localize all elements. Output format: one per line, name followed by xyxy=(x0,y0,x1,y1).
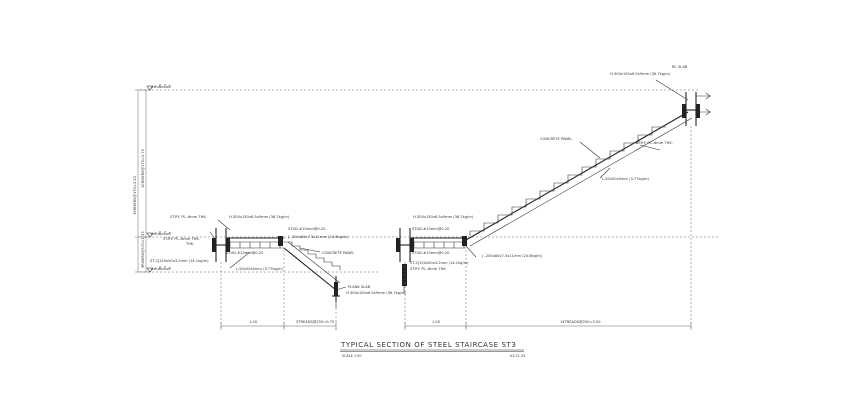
vertical-dimensions: 19RISERS@170=3.23 10RISERS@170=1.70 9RIS… xyxy=(133,89,150,273)
dim-lower: 9RISERS@170=1.53 xyxy=(141,231,145,268)
right-top-beam-flange-right xyxy=(696,104,700,118)
left-stud-label: STUD-#10mm@0.20 xyxy=(288,227,326,231)
title-block: TYPICAL SECTION OF STEEL STAIRCASE ST3 S… xyxy=(340,341,525,358)
left-landing-beam xyxy=(278,236,283,246)
sheet-reference: A3.71.25 xyxy=(510,354,525,358)
dim-right-landing: 1.00 xyxy=(432,320,441,324)
left-plank-slab-label: PLANK SLAB xyxy=(348,285,371,289)
left-hbeam-flange xyxy=(212,238,216,252)
right-hbeam-flange xyxy=(396,238,400,252)
left-angle-label: L-50x50x5mm (3.77kg/m) xyxy=(236,267,284,271)
right-top-beam-flange xyxy=(682,104,686,118)
right-stud-label: STUD-#10mm@0.20 xyxy=(412,227,450,231)
right-h-beam-main-label: H-300x150x6.5x9mm (36.7kg/m) xyxy=(413,215,474,219)
left-stiff-pl-label: STIFF. PL.-6mm THK. xyxy=(170,215,207,219)
right-stiff-pl-b-label: STIFF. PL.-6mm THK. xyxy=(410,267,447,271)
right-c-channel-label: [ -200x80x7.5x11mm (24.6kg/m) xyxy=(482,254,543,258)
left-concrete-panel-label: CONCRETE PANEL xyxy=(322,251,354,255)
level-label-mid: ระดับพื้นชั้นที่ xyxy=(150,231,171,236)
right-section: RC SLAB H-300x150x6.5x9mm (36.7kg/m) CON… xyxy=(396,65,711,294)
left-thk-label: THK. xyxy=(185,242,194,246)
right-hbeam-flange-right xyxy=(410,238,414,252)
level-lines: ระดับพื้นชั้นที่ ระดับพื้นชั้นที่ ระดับพ… xyxy=(140,84,720,273)
horizontal-dimensions: 1.00 3TREADS@250=0.75 1.00 14TREADS@250=… xyxy=(220,320,692,330)
level-mark-bottom xyxy=(146,267,154,273)
right-h-beam-top-label: H-300x150x6.5x9mm (36.7kg/m) xyxy=(610,72,671,76)
right-landing-beam xyxy=(462,236,467,246)
left-stud-top-label: STUD-#10mm@0.20 xyxy=(226,251,264,255)
left-section: STIFF. PL.-6mm THK. H-300x150x6.5x9mm (3… xyxy=(150,215,407,308)
level-mark-mid xyxy=(146,232,154,238)
drawing-title: TYPICAL SECTION OF STEEL STAIRCASE ST3 xyxy=(340,341,516,349)
right-st-tube-label: ST-2[150x50x3.2mm (14.1kg/m) xyxy=(410,261,469,265)
level-label-bottom: ระดับพื้นชั้นที่ xyxy=(150,266,171,271)
left-stiff-pl-b-label: STIFF. PL.-6mm THK. xyxy=(163,237,200,241)
dim-upper: 10RISERS@170=1.70 xyxy=(141,148,145,188)
right-angle-label: L-50x50x5mm (3.77kg/m) xyxy=(602,177,650,181)
left-h-beam-label: H-300x150x6.5x9mm (36.7kg/m) xyxy=(229,215,290,219)
right-bottom-post xyxy=(402,264,407,286)
right-stiff-pl-label: STIFF. PL.-6mm THK. xyxy=(636,141,673,145)
drawing-scale: SCALE 1:50 xyxy=(342,354,362,358)
left-hbeam-flange-right xyxy=(226,238,230,252)
right-rc-slab-label: RC SLAB xyxy=(672,65,688,69)
dim-left-landing: 1.00 xyxy=(249,320,258,324)
right-concrete-panel-label: CONCRETE PANEL xyxy=(540,137,572,141)
right-stud-b-label: STUD-#10mm@0.20 xyxy=(412,251,450,255)
level-mark-top xyxy=(146,85,154,91)
dim-right-flight: 14TREADS@250=3.50 xyxy=(560,320,601,324)
left-c-channel-label: [ -200x80x7.5x11mm (24.6kg/m) xyxy=(288,235,349,239)
level-label-top: ระดับพื้นชั้นที่ xyxy=(150,84,171,89)
left-h-beam-bottom-label: H-300x150x6.5x9mm (36.7kg/m) xyxy=(346,291,407,295)
left-st-tube-label: ST-2[150x50x3.2mm (14.1kg/m) xyxy=(150,259,209,263)
guide-lines xyxy=(220,126,692,330)
dim-left-flight: 3TREADS@250=0.75 xyxy=(296,320,334,324)
dim-overall: 19RISERS@170=3.23 xyxy=(133,176,137,215)
